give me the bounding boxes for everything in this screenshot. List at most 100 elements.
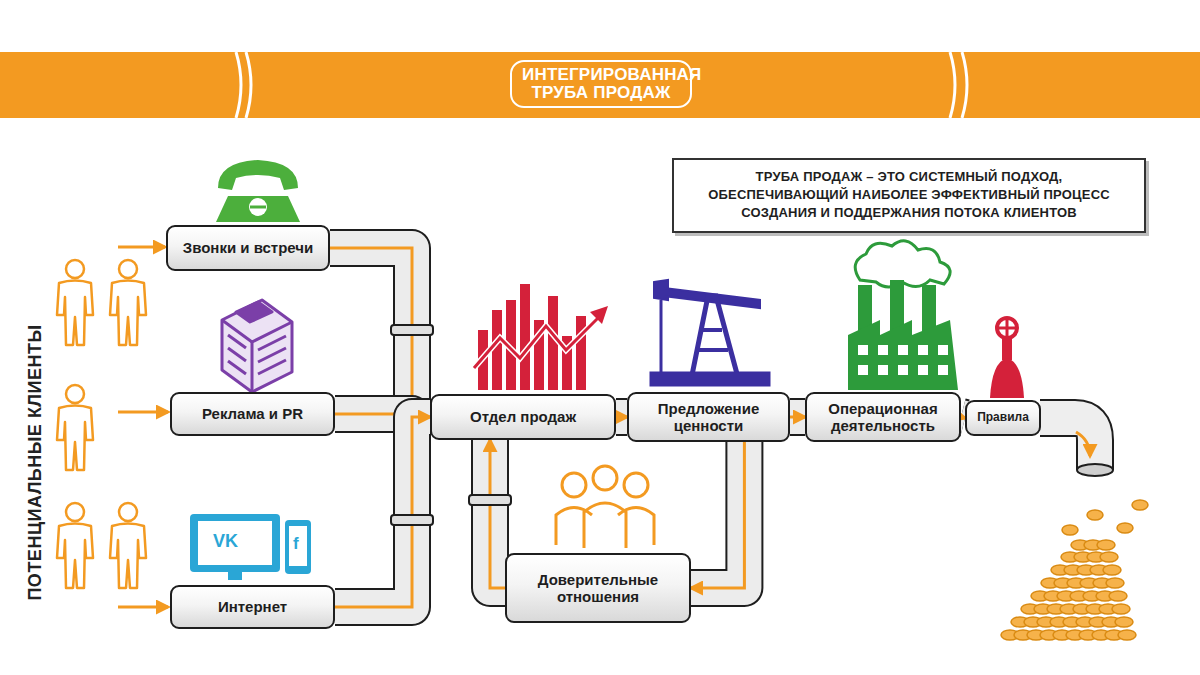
- pipe-connector: [616, 417, 627, 418]
- title-badge: ИНТЕГРИРОВАННАЯ ТРУБА ПРОДАЖ: [510, 60, 692, 108]
- client-arrows-part: [118, 411, 168, 414]
- phone-icon-part: [250, 206, 266, 209]
- pipe-body: [616, 400, 627, 434]
- newspaper-icon-part: [228, 335, 286, 374]
- flow-arrow: [616, 416, 627, 419]
- potential-clients-part: [57, 385, 93, 470]
- pipe-segment: Доверительные отношения: [505, 553, 691, 623]
- internet-icon-part: [198, 521, 272, 565]
- pipe-label: Правила: [977, 411, 1029, 425]
- internet-icon: [190, 514, 311, 580]
- pipe-label: Операционная деятельность: [815, 400, 951, 435]
- band-rings-part: [236, 52, 241, 118]
- coins-pile-part: [1109, 591, 1127, 601]
- team-icon-part: [593, 466, 617, 490]
- internet-icon-part: [289, 526, 307, 566]
- pipe-segment: Отдел продаж: [430, 394, 616, 440]
- coins-pile-part: [1117, 523, 1133, 533]
- factory-icon-part-part: [858, 365, 868, 375]
- pipe-body: [335, 417, 430, 607]
- note-box: ТРУБА ПРОДАЖ – ЭТО СИСТЕМНЫЙ ПОДХОД, ОБЕ…: [672, 158, 1146, 233]
- pump-icon: [650, 280, 770, 386]
- pipe-label: Интернет: [218, 598, 287, 615]
- pipe-outline: [790, 398, 805, 436]
- chart-icon: [474, 284, 608, 390]
- factory-icon-part: [848, 320, 958, 390]
- team-icon-part: [618, 508, 654, 546]
- pipe-label: Доверительные отношения: [515, 571, 681, 606]
- pipe-connector: [790, 417, 805, 418]
- pipe-segment: Правила: [965, 400, 1041, 436]
- chart-icon-part: [590, 306, 608, 324]
- potential-clients-part: [110, 260, 146, 345]
- pipe-segment: Предложение ценности: [627, 392, 790, 442]
- chart-icon-part: [474, 316, 600, 368]
- team-icon: [556, 466, 654, 548]
- factory-icon-part-part: [938, 345, 948, 355]
- coins-pile-part: [1103, 565, 1121, 575]
- valve-icon-part: [990, 358, 1024, 398]
- pump-icon-part: [660, 300, 663, 372]
- pipe-label: Реклама и PR: [202, 405, 303, 422]
- pump-icon-part: [698, 330, 728, 350]
- factory-icon-part-part: [858, 345, 868, 355]
- pipe-ring: [469, 495, 511, 505]
- coins-pile-part: [1062, 525, 1078, 535]
- pipe-body: [691, 442, 744, 588]
- internet-icon-part: [285, 520, 311, 574]
- pipe-ring: [391, 515, 433, 525]
- factory-icon-part-part: [878, 345, 888, 355]
- factory-icon-part-part: [898, 365, 908, 375]
- chart-icon-part: [474, 318, 598, 368]
- pipe-connector: [691, 442, 744, 588]
- newspaper-icon: [222, 300, 292, 392]
- pipe-segment: Операционная деятельность: [805, 392, 961, 442]
- chart-icon-part: [520, 284, 530, 390]
- factory-icon: [848, 241, 958, 390]
- pipe-outline: [616, 398, 627, 436]
- flow-arrow: [335, 417, 430, 607]
- pipe-body: [490, 440, 505, 588]
- factory-icon-part-part: [918, 365, 928, 375]
- fb-logo: f: [293, 534, 299, 554]
- flow-arrow: [490, 440, 505, 588]
- band-rings-part: [246, 52, 251, 118]
- pipe-label: Отдел продаж: [470, 408, 576, 425]
- outlet-pipe-part: [1040, 418, 1095, 470]
- outlet-pipe-part: [1077, 464, 1113, 476]
- pipe-outline: [490, 440, 505, 588]
- band-rings-part: [950, 52, 955, 118]
- coins-pile-part: [1132, 500, 1148, 510]
- client-arrows: [118, 247, 168, 607]
- coins-pile: [1001, 500, 1148, 640]
- outlet-pipe-part: [1076, 432, 1090, 456]
- team-icon-part: [624, 473, 648, 497]
- client-arrows-part: [118, 246, 165, 249]
- coins-pile-part: [1087, 510, 1103, 520]
- coins-pile-part: [1097, 540, 1115, 550]
- coins-pile-part: [1100, 552, 1118, 562]
- valve-icon: [990, 318, 1024, 398]
- pipe-body: [790, 400, 805, 434]
- client-arrows-part: [118, 606, 168, 609]
- band-rings: [236, 52, 967, 118]
- phone-icon-part: [249, 198, 267, 216]
- valve-icon-part: [1002, 338, 1012, 360]
- pipe-segment: Звонки и встречи: [166, 225, 330, 271]
- factory-icon-part-part: [878, 365, 888, 375]
- pipe-segment: Реклама и PR: [170, 392, 335, 436]
- valve-icon-part: [997, 318, 1017, 338]
- internet-icon-part: [228, 572, 242, 580]
- coins-pile-part: [1106, 578, 1124, 588]
- outlet-pipe: [1040, 418, 1113, 476]
- pipe-connector: [335, 417, 430, 607]
- phone-icon-part: [218, 160, 298, 190]
- chart-icon-part: [576, 316, 586, 390]
- pipe-connector: [490, 440, 505, 588]
- pipe-segment: Интернет: [170, 585, 335, 629]
- phone-icon-part: [216, 196, 300, 222]
- band-rings-part: [962, 52, 967, 118]
- factory-icon-part-part: [898, 345, 908, 355]
- potential-clients-part: [110, 503, 146, 588]
- newspaper-icon-part: [236, 302, 272, 322]
